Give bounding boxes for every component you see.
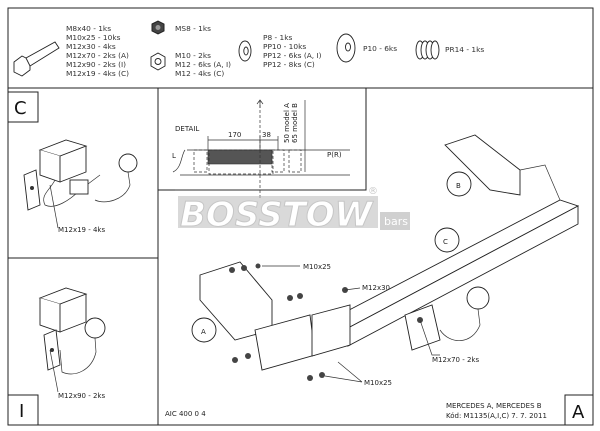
- leader-line: [419, 319, 440, 356]
- panel-i-label: I: [19, 401, 24, 422]
- washer-item: P8 - 1ks: [263, 33, 293, 42]
- nut-list: M10 - 2ks M12 - 6ks (A, I) M12 - 4ks (C): [175, 51, 231, 78]
- bosstow-watermark: BOSSTOW bars ®: [178, 186, 410, 236]
- bolt-icon: [13, 41, 60, 77]
- bolt-item: M12x30 - 4ks: [66, 42, 116, 51]
- bolt-item: M10x25 - 10ks: [66, 33, 121, 42]
- dimension-model-b: 65 model B: [291, 103, 299, 143]
- leader-line: [324, 361, 363, 383]
- bolt-item: M8x40 - 1ks: [66, 24, 111, 33]
- callout-a-label: A: [201, 328, 206, 336]
- large-washer-icon: [336, 33, 356, 63]
- lock-nut-icon: [151, 20, 165, 35]
- watermark-suffix: bars: [384, 215, 408, 228]
- towbar-i-illustration: [38, 287, 106, 375]
- bolt-item: M12x90 - 2ks (I): [66, 60, 126, 69]
- detail-right-label: P(R): [327, 151, 342, 159]
- panel-c-label-box: [7, 91, 39, 123]
- bolt-item: M12x70 - 2ks (A): [66, 51, 129, 60]
- detail-title: DETAIL: [175, 125, 199, 133]
- callout-c: [434, 227, 460, 253]
- bolt-item: M12x19 - 4ks (C): [66, 69, 129, 78]
- panel-a-label: A: [572, 402, 585, 423]
- towbar-assembly: [199, 134, 580, 371]
- leader-line: [344, 287, 361, 291]
- dimension-38: 38: [262, 131, 271, 139]
- washer-icon: [238, 40, 252, 62]
- detail-view: DETAIL L P(R) 170 38 50 model A 65 model…: [172, 99, 350, 200]
- callout-a: [191, 317, 217, 343]
- m12x70-label: M12x70 - 2ks: [432, 356, 479, 364]
- callout-b-label: B: [456, 182, 461, 190]
- large-washer-label: P10 - 6ks: [363, 44, 397, 53]
- nut-icon: [150, 52, 166, 71]
- nut-item: M12 - 6ks (A, I): [175, 60, 231, 69]
- washer-item: PP12 - 8ks (C): [263, 60, 315, 69]
- leader-line: [49, 184, 59, 229]
- lock-nut-label: MS8 - 1ks: [175, 24, 211, 33]
- panel-i-bolt-label: M12x90 - 2ks: [58, 392, 105, 400]
- nut-item: M10 - 2ks: [175, 51, 211, 60]
- leader-line: [49, 349, 59, 393]
- nut-item: M12 - 4ks (C): [175, 69, 224, 78]
- detail-left-label: L: [172, 152, 176, 160]
- spring-icon: [415, 40, 440, 60]
- spring-label: PR14 - 1ks: [445, 45, 484, 54]
- watermark-registered: ®: [368, 186, 378, 197]
- watermark-brand: BOSSTOW: [180, 195, 374, 235]
- panel-c-bolt-label: M12x19 - 4ks: [58, 226, 105, 234]
- callout-c-label: C: [443, 238, 448, 246]
- fasteners: [229, 263, 423, 381]
- vehicle-name: MERCEDES A, MERCEDES B: [446, 402, 542, 410]
- panel-a-label-box: [564, 394, 594, 426]
- dimension-170: 170: [228, 131, 241, 139]
- m12x30-label: M12x30: [362, 284, 390, 292]
- callout-b: [446, 171, 472, 197]
- drawing-code: AIC 400 0 4: [165, 410, 206, 418]
- dimension-model-a: 50 model A: [283, 103, 291, 143]
- bolt-list: M8x40 - 1ks M10x25 - 10ks M12x30 - 4ks M…: [66, 24, 129, 78]
- washer-item: PP10 - 10ks: [263, 42, 306, 51]
- model-code: Kód: M1135(A,I,C) 7. 7. 2011: [446, 412, 547, 420]
- towbar-c-illustration: [23, 139, 138, 211]
- washer-item: PP12 - 6ks (A, I): [263, 51, 322, 60]
- m10x25-top-label: M10x25: [303, 263, 331, 271]
- panel-i-label-box: [7, 394, 39, 426]
- washer-list: P8 - 1ks PP10 - 10ks PP12 - 6ks (A, I) P…: [263, 33, 322, 69]
- panel-c-label: C: [14, 98, 27, 119]
- m10x25-bottom-label: M10x25: [364, 379, 392, 387]
